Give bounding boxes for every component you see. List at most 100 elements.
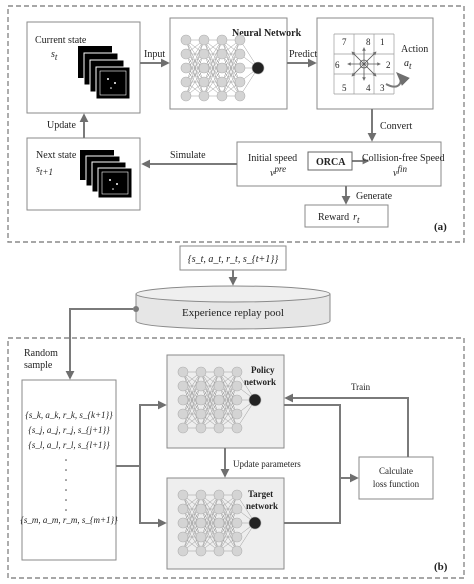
collision-free-title: Collision-free Speed	[362, 153, 444, 164]
train-arrow	[284, 393, 409, 457]
nn-node	[177, 366, 189, 378]
nn-node	[177, 531, 189, 543]
nn-edge	[218, 494, 238, 538]
nn-node	[180, 90, 192, 102]
nn-node	[177, 394, 189, 406]
direction-arrow	[351, 63, 365, 77]
nn-edge	[182, 494, 202, 538]
sample-m: {s_m, a_m, r_m, s_{m+1}}	[20, 515, 118, 525]
nn-edge	[185, 39, 205, 83]
nn-node	[195, 408, 207, 420]
nn-edge	[182, 494, 202, 552]
state-frames-next	[80, 150, 133, 199]
sample-batch-box	[21, 379, 117, 561]
nn-edge	[221, 67, 241, 97]
nn-edge	[200, 371, 220, 415]
nn-edge	[203, 67, 223, 97]
nn-edge	[182, 371, 202, 429]
current-state-title: Current state	[35, 35, 87, 46]
nn-edge	[221, 39, 241, 83]
nn-edge	[218, 508, 238, 552]
generate-label: Generate	[356, 191, 393, 202]
action-number-2: 2	[386, 60, 391, 70]
nn-node	[198, 76, 210, 88]
nn-node	[213, 422, 225, 434]
nn-node	[198, 90, 210, 102]
nn-node	[177, 422, 189, 434]
nn-node	[177, 380, 189, 392]
nn-edge	[221, 39, 241, 69]
nn-node	[213, 394, 225, 406]
nn-node	[195, 366, 207, 378]
nn-edge	[200, 522, 220, 552]
nn-node	[231, 503, 243, 515]
neural-network-graphic-policy	[177, 366, 262, 434]
loss-function-line1: Calculate	[379, 466, 413, 476]
nn-node	[231, 422, 243, 434]
nn-node	[195, 545, 207, 557]
nn-node	[177, 545, 189, 557]
nn-edge	[182, 508, 202, 552]
nn-node	[195, 422, 207, 434]
action-title: Action	[401, 44, 428, 55]
current-state-symbol: st	[51, 49, 58, 62]
panel-b-frame	[7, 337, 465, 579]
train-label: Train	[351, 382, 371, 392]
nn-node	[177, 489, 189, 501]
action-symbol: at	[404, 58, 412, 71]
nn-node	[213, 545, 225, 557]
nn-node	[213, 408, 225, 420]
policy-network-title-2: network	[244, 377, 276, 387]
nn-node	[213, 380, 225, 392]
nn-edge	[182, 371, 202, 401]
random-sample-line2: sample	[24, 360, 53, 371]
panel-b-label: (b)	[434, 561, 448, 573]
nn-edge	[200, 494, 220, 552]
panel-a-label: (a)	[434, 221, 447, 233]
sample-arrow	[65, 308, 133, 380]
reward-box	[304, 204, 389, 228]
replay-pool-label: Experience replay pool	[182, 307, 284, 319]
neural-network-title: Neural Network	[232, 28, 302, 39]
initial-speed-title: Initial speed	[248, 153, 297, 164]
nn-edge	[182, 385, 202, 429]
nn-node	[213, 517, 225, 529]
nn-node	[177, 408, 189, 420]
nn-node	[198, 34, 210, 46]
nn-node	[180, 62, 192, 74]
nn-node	[234, 48, 246, 60]
neural-network-graphic-target	[177, 489, 262, 557]
nn-edge	[182, 371, 202, 415]
target-network-title-2: network	[246, 501, 278, 511]
nn-edge	[185, 39, 205, 97]
action-number-3: 3	[380, 83, 385, 93]
direction-arrow	[351, 51, 365, 65]
action-number-8: 8	[366, 37, 371, 47]
nn-edge	[218, 371, 238, 429]
nn-edge	[221, 53, 241, 97]
nn-edge	[218, 399, 238, 429]
nn-node	[195, 517, 207, 529]
direction-arrow	[363, 51, 377, 65]
nn-node	[180, 34, 192, 46]
nn-edge	[200, 494, 220, 524]
nn-node	[213, 531, 225, 543]
random-sample-line1: Random	[24, 348, 58, 359]
nn-edge	[200, 371, 220, 429]
nn-node	[234, 76, 246, 88]
nn-node	[231, 545, 243, 557]
nn-node	[234, 90, 246, 102]
nn-node	[231, 394, 243, 406]
nn-edge	[218, 522, 238, 552]
nn-node	[180, 48, 192, 60]
nn-node	[195, 394, 207, 406]
next-state-symbol: st+1	[36, 164, 53, 177]
neural-network-graphic-a	[180, 34, 265, 102]
panel-a-frame	[7, 5, 465, 243]
convert-label: Convert	[380, 121, 412, 132]
nn-edge	[218, 385, 238, 429]
nn-edge	[182, 522, 202, 552]
